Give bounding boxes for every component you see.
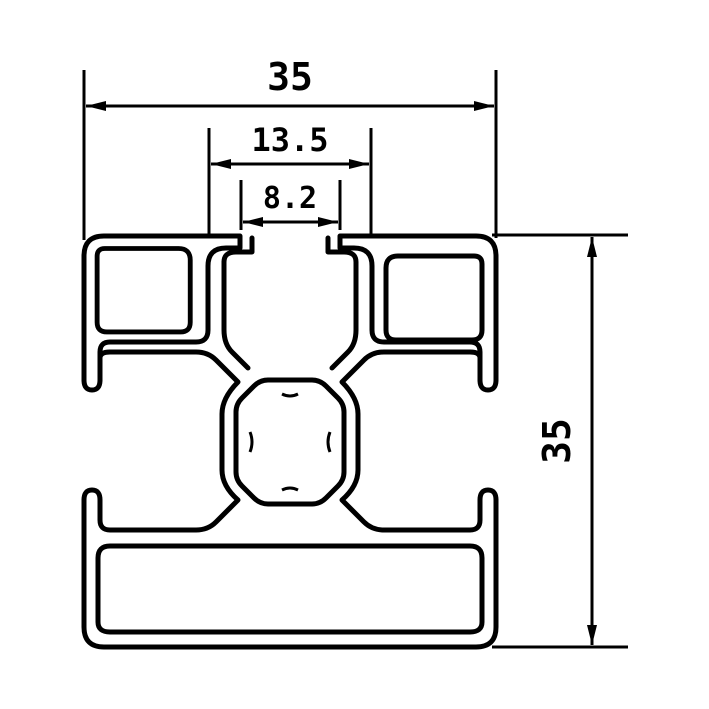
slot-outer-label: 13.5	[251, 121, 328, 159]
dimension-slot-outer: 13.5	[207, 121, 373, 238]
height-label: 35	[535, 418, 579, 464]
width-label: 35	[267, 55, 313, 99]
dimension-height: 35	[492, 233, 628, 649]
profile-outline	[81, 233, 499, 650]
dimension-width: 35	[82, 55, 498, 240]
slot-inner-label: 8.2	[263, 181, 317, 216]
dimension-slot-inner: 8.2	[239, 180, 342, 230]
